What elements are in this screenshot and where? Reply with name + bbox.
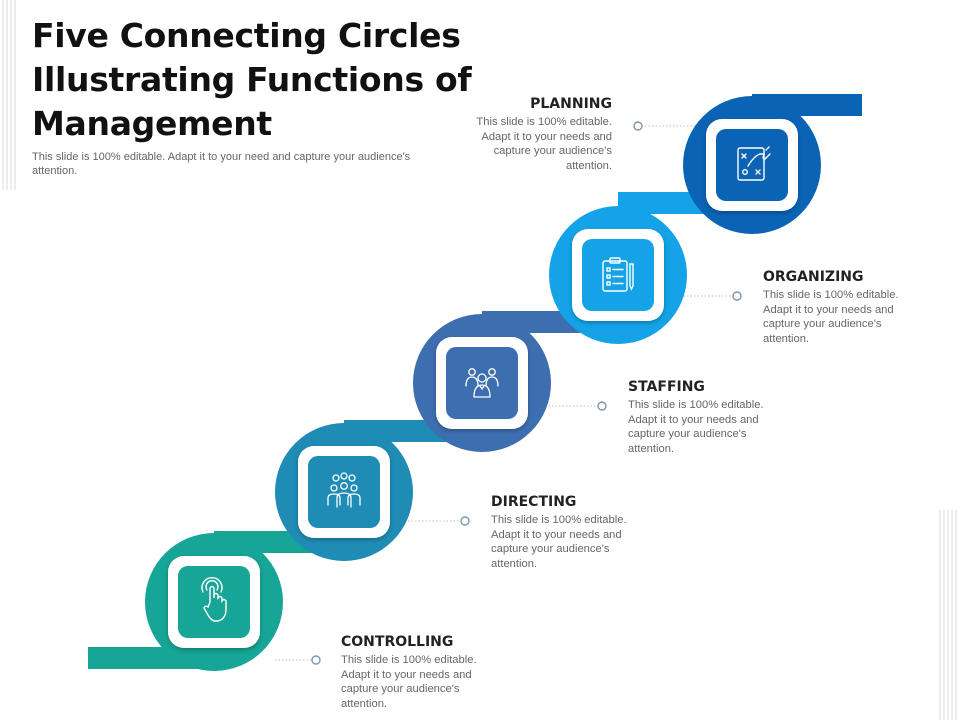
strategy-board-icon (737, 146, 771, 181)
icon-tile (582, 239, 654, 311)
slide-title: Five Connecting Circles Illustrating Fun… (32, 16, 472, 143)
leader-dot-planning (633, 121, 643, 131)
checklist-clipboard-icon (602, 257, 634, 292)
label-controlling: CONTROLLING This slide is 100% editable.… (341, 633, 501, 711)
label-staffing: STAFFING This slide is 100% editable. Ad… (628, 378, 788, 456)
icon-tile (446, 347, 518, 419)
right-edge-stripes (939, 510, 957, 720)
step-organizing (549, 206, 687, 344)
group-leader-icon (327, 472, 361, 508)
team-people-icon (465, 368, 499, 398)
step-controlling (145, 533, 283, 671)
leader-dot-organizing (732, 291, 742, 301)
step-directing (275, 423, 413, 561)
step-title-planning: PLANNING (530, 96, 612, 112)
label-planning: PLANNING This slide is 100% editable. Ad… (452, 95, 612, 173)
step-staffing (413, 314, 551, 452)
label-organizing: ORGANIZING This slide is 100% editable. … (763, 268, 923, 346)
step-planning (683, 96, 821, 234)
leader-dot-controlling (311, 655, 321, 665)
slide-subtitle: This slide is 100% editable. Adapt it to… (32, 151, 411, 177)
step-text-planning: This slide is 100% editable. Adapt it to… (476, 116, 612, 172)
leader-dot-directing (460, 516, 470, 526)
step-title-controlling: CONTROLLING (341, 634, 454, 650)
step-text-directing: This slide is 100% editable. Adapt it to… (491, 514, 627, 570)
icon-tile (716, 129, 788, 201)
left-edge-stripes (2, 0, 16, 190)
icon-tile (178, 566, 250, 638)
step-text-organizing: This slide is 100% editable. Adapt it to… (763, 289, 899, 345)
step-title-organizing: ORGANIZING (763, 269, 864, 285)
leader-dot-staffing (597, 401, 607, 411)
label-directing: DIRECTING This slide is 100% editable. A… (491, 493, 651, 571)
touch-hand-icon (201, 576, 227, 622)
icon-tile (308, 456, 380, 528)
step-text-staffing: This slide is 100% editable. Adapt it to… (628, 399, 764, 455)
step-title-directing: DIRECTING (491, 494, 577, 510)
step-text-controlling: This slide is 100% editable. Adapt it to… (341, 654, 477, 710)
step-title-staffing: STAFFING (628, 379, 705, 395)
